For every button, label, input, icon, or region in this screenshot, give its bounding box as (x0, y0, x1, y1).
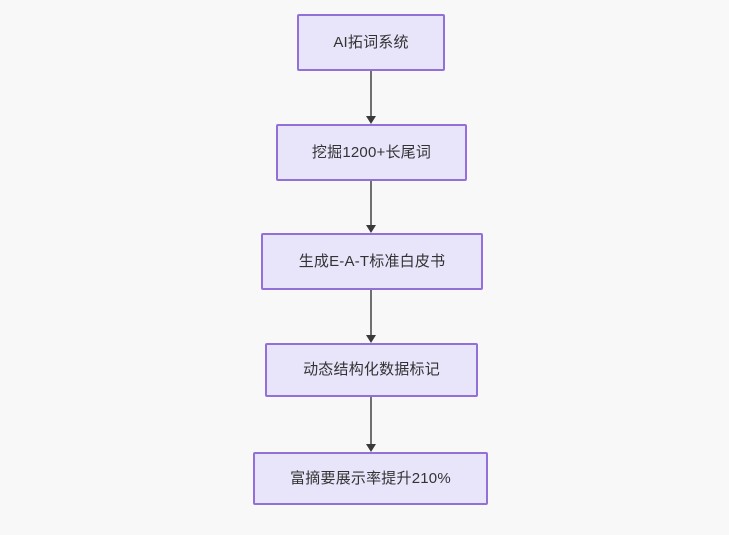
flow-node-dynamic-structured-data-markup[interactable]: 动态结构化数据标记 (265, 343, 478, 397)
flow-node-label: 动态结构化数据标记 (303, 361, 440, 379)
flow-node-label: 挖掘1200+长尾词 (311, 143, 432, 161)
arrow-down-icon (366, 116, 376, 124)
flow-node-label: AI拓词系统 (333, 33, 409, 51)
connector-line (370, 290, 372, 335)
arrow-down-icon (366, 225, 376, 233)
arrow-down-icon (366, 444, 376, 452)
flow-node-label: 富摘要展示率提升210% (290, 469, 451, 487)
flow-node-label: 生成E-A-T标准白皮书 (298, 252, 446, 270)
flow-node-ai-keyword-system[interactable]: AI拓词系统 (297, 14, 445, 71)
flow-node-rich-snippet-impression-lift[interactable]: 富摘要展示率提升210% (253, 452, 488, 505)
connector-line (370, 397, 372, 444)
flow-node-mine-longtail-keywords[interactable]: 挖掘1200+长尾词 (276, 124, 467, 181)
connector-line (370, 181, 372, 225)
flow-node-generate-eat-whitepaper[interactable]: 生成E-A-T标准白皮书 (261, 233, 483, 290)
connector-line (370, 71, 372, 116)
arrow-down-icon (366, 335, 376, 343)
